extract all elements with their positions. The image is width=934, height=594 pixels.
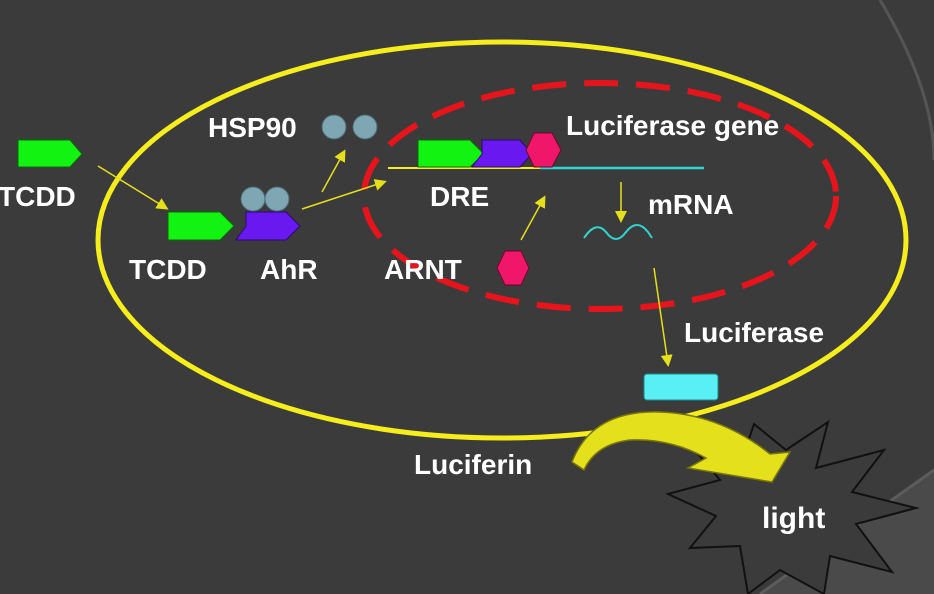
ahr-shape <box>235 211 301 241</box>
luciferase-gene-label: Luciferase gene <box>566 110 779 141</box>
nucleus-membrane <box>361 80 839 312</box>
mrna-wave <box>583 224 653 240</box>
tcdd-entry-arrow <box>97 165 169 210</box>
arnt-shape <box>496 250 530 286</box>
cell-membrane <box>95 39 909 441</box>
hsp90-bound-circle-2 <box>264 186 290 212</box>
light-label: light <box>762 502 825 535</box>
tcdd-outside-label: TCDD <box>0 181 76 212</box>
arnt-label: ARNT <box>384 254 462 285</box>
tcdd-outside-shape <box>17 139 83 168</box>
ahr-label: AhR <box>260 254 318 285</box>
luciferin-label: Luciferin <box>414 449 532 480</box>
hsp90-bound-circle-1 <box>240 186 266 212</box>
ahr-nucleus-arrow <box>301 179 387 210</box>
luciferin-reaction-arrow <box>571 411 792 483</box>
dre-arnt-shape <box>525 132 562 168</box>
tcdd-inside-shape <box>167 211 235 241</box>
translation-arrow <box>653 267 673 367</box>
hsp90-label: HSP90 <box>208 112 297 143</box>
tcdd-inside-label: TCDD <box>129 254 207 285</box>
hsp90-free-circle-2 <box>352 114 378 140</box>
arnt-binding-arrow <box>520 195 546 241</box>
hsp90-free-circle-1 <box>321 114 347 140</box>
luciferase-enzyme-shape <box>643 373 719 401</box>
dre-tcdd-shape <box>417 139 485 168</box>
hsp90-release-arrow <box>321 149 346 193</box>
luciferase-label: Luciferase <box>684 317 824 348</box>
dre-ahr-shape <box>470 139 533 168</box>
dre-label: DRE <box>430 181 489 212</box>
mrna-label: mRNA <box>648 189 734 220</box>
